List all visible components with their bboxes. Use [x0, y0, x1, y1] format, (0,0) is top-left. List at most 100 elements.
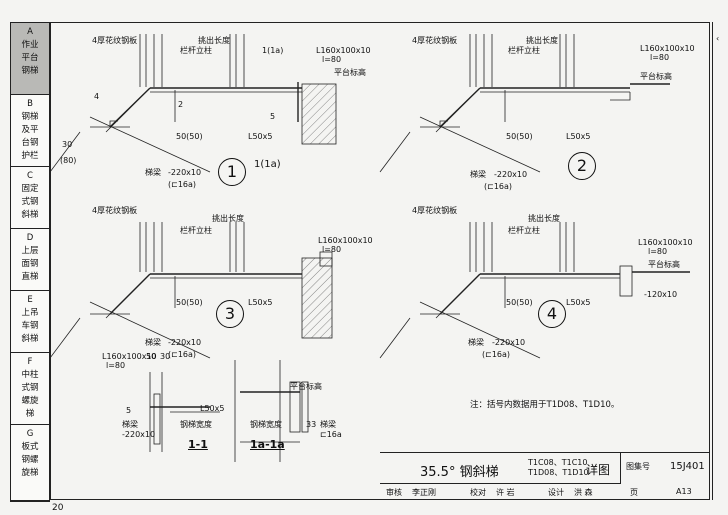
d1-beam-size: -220x10	[168, 168, 202, 177]
d3-angle-main: L160x100x10	[318, 236, 373, 245]
tb-review-label: 审核	[386, 488, 402, 497]
d4-angle-len: l=80	[648, 247, 668, 256]
sidebar-text: 直梯	[21, 272, 39, 282]
sidebar-text: 平台	[21, 53, 39, 63]
title-block-main: 35.5° 钢斜梯 T1C08、T1C10 T1D08、T1D10 详图	[380, 453, 621, 484]
sec-dim-50: 50	[146, 352, 157, 361]
sidebar-letter: E	[27, 295, 33, 305]
d3-angle-len: l=80	[322, 245, 342, 254]
sidebar-letter: D	[26, 233, 34, 243]
sidebar-text: 上层	[21, 246, 39, 256]
drawing-frame	[50, 22, 710, 500]
d3-plate-label: 4厚花纹钢板	[92, 206, 138, 215]
sec-angle-small: L50x5	[200, 404, 225, 413]
d3-overhang-label: 挑出长度	[212, 214, 244, 223]
d2-beam: 梯梁	[470, 170, 486, 179]
d4-beam-size: -220x10	[492, 338, 526, 347]
d4-platform-elev: 平台标高	[648, 260, 680, 269]
sec-beam-size: -220x10	[122, 430, 156, 439]
d4-overhang-label: 挑出长度	[528, 214, 560, 223]
sec-width: 钢梯宽度	[180, 420, 212, 429]
sidebar-text: 面钢	[21, 259, 39, 269]
sidebar-item-d[interactable]: D 上层面钢直梯	[11, 229, 49, 291]
tb-review-name: 李正刚	[412, 488, 436, 497]
d2-plate-label: 4厚花纹钢板	[412, 36, 458, 45]
d2-overhang-label: 挑出长度	[526, 36, 558, 45]
d3-channel: (⊏16a)	[168, 350, 197, 359]
tb-design-name: 洪 森	[574, 488, 593, 497]
sec-beam: 梯梁	[122, 420, 138, 429]
d2-angle-main: L160x100x10	[640, 44, 695, 53]
d4-plate-label: 4厚花纹钢板	[412, 206, 458, 215]
sidebar-text: 中柱	[21, 370, 39, 380]
detail-2-lines	[379, 34, 670, 173]
d2-post-label: 栏杆立柱	[508, 46, 540, 55]
sec-beam-2: 梯梁	[320, 420, 336, 429]
sidebar-text: 钢螺	[21, 455, 39, 465]
sidebar-item-b[interactable]: B 钢梯及平台钢护栏	[11, 95, 49, 167]
sidebar-text: 护栏	[21, 151, 39, 161]
atlas-label: 图集号	[626, 462, 650, 471]
d4-channel: (⊏16a)	[482, 350, 511, 359]
detail-marker-3: 3	[216, 300, 244, 328]
sidebar-letter: A	[27, 27, 33, 37]
d4-beam: 梯梁	[468, 338, 484, 347]
d1-weld-5: 5	[270, 112, 276, 121]
sec-angle-len: l=80	[106, 361, 126, 370]
d2-platform-elev: 平台标高	[640, 72, 672, 81]
sidebar-text: 台钢	[21, 138, 39, 148]
d4-dim-50: 50(50)	[506, 298, 533, 307]
d2-channel: (⊏16a)	[484, 182, 513, 191]
page-number: 20	[52, 503, 64, 513]
section-1a-1a-lines	[234, 360, 309, 462]
sidebar-text: 板式	[21, 442, 39, 452]
d4-post-label: 栏杆立柱	[508, 226, 540, 235]
sidebar-text: 固定	[21, 184, 39, 194]
d1-beam: 梯梁	[145, 168, 161, 177]
d3-post-label: 栏杆立柱	[180, 226, 212, 235]
sidebar-text: 钢梯	[21, 112, 39, 122]
tb-check-name: 许 岩	[496, 488, 515, 497]
sidebar-text: 车钢	[21, 321, 39, 331]
tb-design-label: 设计	[548, 488, 564, 497]
d3-beam: 梯梁	[145, 338, 161, 347]
sidebar-text: 钢梯	[21, 66, 39, 76]
d2-angle-len: l=80	[650, 53, 670, 62]
d2-beam-size: -220x10	[494, 170, 528, 179]
title-codes-top: T1C08、T1C10	[528, 458, 588, 467]
sec-weld-5: 5	[126, 406, 132, 415]
section-1-1-lines	[149, 372, 220, 452]
sidebar-text: 式钢	[21, 383, 39, 393]
sidebar-text: 梯	[25, 409, 35, 419]
sec-dim-30: 30	[160, 352, 171, 361]
sec-platform: 平台标高	[290, 382, 322, 391]
d1-dim-80: (80)	[60, 156, 77, 165]
detail-1-lines	[50, 34, 337, 173]
right-index-column: ‹	[712, 22, 727, 500]
page-label: 页	[630, 488, 638, 497]
d1-channel: (⊏16a)	[168, 180, 197, 189]
sidebar-text: 及平	[21, 125, 39, 135]
d3-beam-size: -220x10	[168, 338, 202, 347]
d4-angle-main: L160x100x10	[638, 238, 693, 247]
sec-width-2: 钢梯宽度	[250, 420, 282, 429]
d3-angle-small: L50x5	[248, 298, 273, 307]
sidebar-text: 螺旋	[21, 396, 39, 406]
sec-dim-33: 33	[306, 420, 317, 429]
sidebar-text: 斜梯	[21, 210, 39, 220]
d1-num-2: 2	[178, 100, 184, 109]
title-codes-bottom: T1D08、T1D10	[528, 468, 589, 477]
d1-dim-30: 30	[62, 140, 73, 149]
d4-flat: -120x10	[644, 290, 678, 299]
d1-section-ref-lower: 1(1a)	[254, 159, 281, 170]
sidebar-letter: B	[27, 99, 33, 109]
detail-marker-1: 1	[218, 158, 246, 186]
detail-marker-2: 2	[568, 152, 596, 180]
